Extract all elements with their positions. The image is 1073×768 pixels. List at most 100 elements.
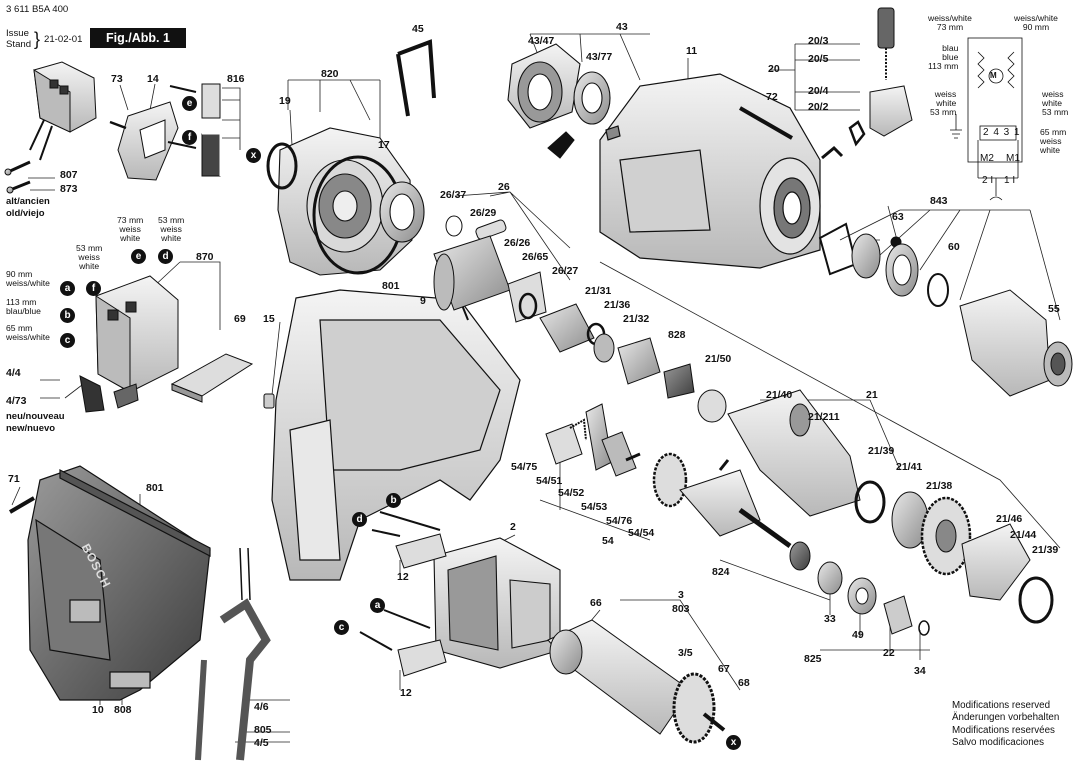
- part-807: 807: [60, 169, 78, 181]
- part-54-54: 54/54: [628, 527, 655, 539]
- part-71: 71: [8, 473, 20, 485]
- clip-45: [396, 39, 436, 117]
- part-54-76: 54/76: [606, 515, 633, 527]
- part-4-5: 4/5: [254, 737, 269, 749]
- part-14: 14: [147, 73, 159, 85]
- part-4-4: 4/4: [6, 367, 21, 379]
- part-26-29: 26/29: [470, 207, 497, 219]
- part-803: 803: [672, 603, 690, 615]
- part-4-73: 4/73: [6, 395, 27, 407]
- part-3: 3: [678, 589, 684, 601]
- part-66: 66: [590, 597, 602, 609]
- bearings-row: [817, 561, 930, 636]
- part-21-40: 21/40: [766, 389, 793, 401]
- wiring-diagram: [950, 37, 1023, 201]
- part-21-50: 21/50: [705, 353, 732, 365]
- wiring-m1: M1: [1006, 153, 1020, 164]
- wiring-terminals: 2 4 3 1: [983, 127, 1021, 138]
- part-21-39-upper: 21/39: [868, 445, 895, 457]
- part-54-51: 54/51: [536, 475, 563, 487]
- new-label-2: new/nuevo: [6, 423, 56, 434]
- part-19: 19: [279, 95, 291, 107]
- part-69: [170, 353, 254, 403]
- brace: }: [34, 29, 41, 49]
- gear-housing: [599, 73, 821, 269]
- part-54-53: 54/53: [581, 501, 608, 513]
- part-20-2: 20/2: [808, 101, 829, 113]
- carbon-brushes: [167, 83, 221, 177]
- callout-b-lead: b: [386, 493, 401, 508]
- mod-line-3: Modifications reservées: [952, 724, 1055, 736]
- part-17: 17: [378, 139, 390, 151]
- drive-sleeve-group: [433, 215, 547, 323]
- stand-label: Stand: [6, 39, 32, 50]
- rod-72: [739, 106, 793, 140]
- part-870: 870: [196, 251, 214, 263]
- switch-old: [29, 61, 97, 161]
- field-stator: [433, 537, 561, 669]
- part-10: 10: [92, 704, 104, 716]
- part-3-5: 3/5: [678, 647, 693, 659]
- part-808: 808: [114, 704, 132, 716]
- issue-label: Issue: [6, 28, 29, 39]
- issue-date: 21-02-01: [44, 34, 83, 45]
- callout-d-switch: d: [158, 249, 173, 264]
- figure-label: Fig./Abb. 1: [90, 28, 186, 48]
- part-26-27: 26/27: [552, 265, 579, 277]
- part-20-4: 20/4: [808, 85, 829, 97]
- part-21-39-lower: 21/39: [1032, 544, 1059, 556]
- power-cable: [195, 547, 271, 761]
- part-60: 60: [948, 241, 960, 253]
- part-45: 45: [412, 23, 424, 35]
- part-22: 22: [883, 647, 895, 659]
- screws-807-873: [4, 160, 31, 194]
- part-63: 63: [892, 211, 904, 223]
- switch-new: [79, 275, 179, 413]
- part-43-77: 43/77: [586, 51, 613, 63]
- part-55: 55: [1048, 303, 1060, 315]
- armature: [547, 619, 726, 744]
- callout-e-top: e: [182, 96, 197, 111]
- part-69: 69: [234, 313, 246, 325]
- callout-b-switch: b: [60, 308, 75, 323]
- part-54-52: 54/52: [558, 487, 585, 499]
- part-843: 843: [930, 195, 948, 207]
- gear-clutch: [891, 491, 1054, 624]
- part-33: 33: [824, 613, 836, 625]
- part-801-lower: 801: [146, 482, 164, 494]
- part-12-upper: 12: [397, 571, 409, 583]
- part-54: 54: [602, 535, 614, 547]
- part-21-31: 21/31: [585, 285, 612, 297]
- mod-line-2: Änderungen vorbehalten: [952, 712, 1060, 724]
- part-72: 72: [766, 91, 778, 103]
- part-20: 20: [768, 63, 780, 75]
- wiring-m2: M2: [980, 153, 994, 164]
- part-20-3: 20/3: [808, 35, 829, 47]
- motor-housing-lower: [27, 465, 211, 701]
- terminal-leads: [359, 511, 447, 677]
- part-73: 73: [111, 73, 123, 85]
- part-67: 67: [718, 663, 730, 675]
- modifications-note: Modifications reserved Änderungen vorbeh…: [952, 700, 1059, 750]
- motor-housing: [271, 289, 521, 581]
- part-828: 828: [668, 329, 686, 341]
- part-21-211: 21/211: [808, 411, 840, 423]
- part-820: 820: [321, 68, 339, 80]
- tool-holder: [818, 222, 1073, 397]
- wiring-1I: 1 I: [1004, 175, 1016, 186]
- part-26-65: 26/65: [522, 251, 549, 263]
- callout-f-switch: f: [86, 281, 101, 296]
- part-43: 43: [616, 21, 628, 33]
- wiring-motor-symbol: M: [990, 71, 997, 80]
- part-21-38: 21/38: [926, 480, 953, 492]
